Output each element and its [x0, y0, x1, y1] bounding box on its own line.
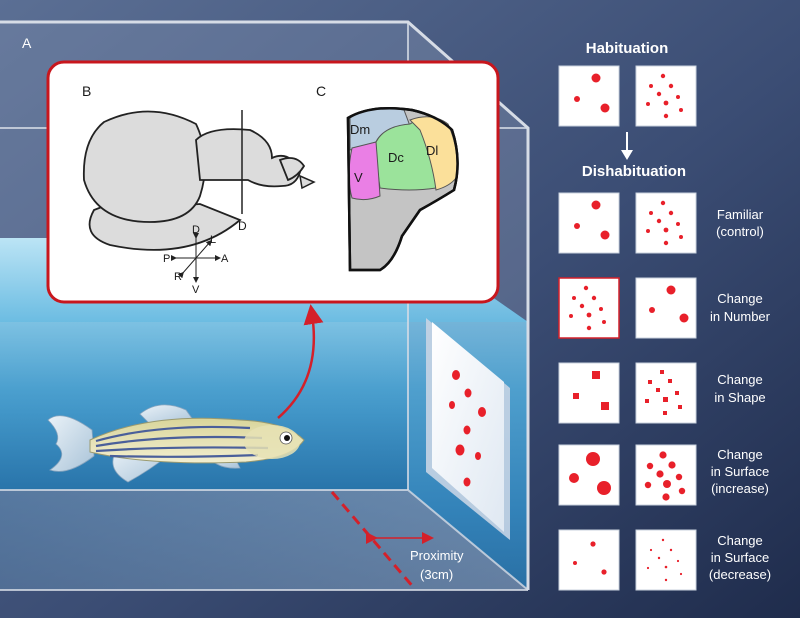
condition-surface-decrease-line3: (decrease): [709, 567, 771, 582]
habituation-stimulus-left: [558, 65, 620, 127]
habituation-title: Habituation: [586, 40, 669, 57]
stimulus-screen: [426, 318, 510, 540]
condition-surface-decrease-line1: Change: [717, 533, 763, 548]
condition-surface-increase-line1: Change: [717, 447, 763, 462]
proximity-boundary-line: [330, 491, 416, 589]
condition-surface-decrease: Change in Surface (decrease): [558, 529, 771, 591]
shape-stimulus-left: [558, 362, 620, 424]
brain-cross-section: Dm Dc Dl V: [346, 106, 459, 272]
condition-shape-line2: in Shape: [714, 390, 765, 405]
compass-dorsal: D: [192, 224, 200, 236]
region-v-label: V: [354, 170, 363, 185]
section-label: D: [238, 219, 247, 233]
panel-label-a: A: [22, 35, 32, 51]
familiar-stimulus-left: [558, 192, 620, 254]
condition-familiar: Familiar (control): [558, 192, 764, 254]
paradigm-panel: Habituation Dishabituation F: [558, 40, 771, 591]
stimulus-screen-dots: [449, 370, 486, 487]
condition-familiar-line2: (control): [716, 224, 764, 239]
orientation-compass: D V A P L R: [163, 224, 229, 296]
proximity-value: (3cm): [420, 567, 453, 582]
condition-number: Change in Number: [558, 277, 771, 339]
condition-surface-increase: Change in Surface (increase): [558, 444, 770, 506]
proximity-zone: Proximity (3cm): [330, 491, 464, 589]
brain-inset: B C D D V A P L R: [46, 60, 500, 304]
condition-surface-increase-line2: in Surface: [711, 464, 770, 479]
number-stimulus-right: [635, 277, 697, 339]
panel-label-b: B: [82, 83, 91, 99]
tail-fin: [47, 415, 95, 472]
surface-decrease-stimulus-right: [635, 529, 697, 591]
fish-head: [244, 425, 300, 459]
condition-surface-decrease-line2: in Surface: [711, 550, 770, 565]
brain-telencephalon: [82, 110, 207, 223]
fish-pupil: [284, 435, 290, 441]
compass-left: L: [210, 234, 216, 246]
condition-familiar-line1: Familiar: [717, 207, 764, 222]
condition-shape: Change in Shape: [558, 362, 766, 424]
region-dl-label: Dl: [426, 143, 438, 158]
zebrafish: [47, 404, 305, 483]
compass-anterior: A: [221, 253, 229, 265]
brain-arrow: [277, 304, 324, 419]
compass-posterior: P: [163, 253, 170, 265]
proximity-label: Proximity: [410, 548, 464, 563]
habituation-pair: [558, 65, 697, 127]
compass-right: R: [174, 271, 182, 283]
panel-label-c: C: [316, 83, 326, 99]
condition-surface-increase-line3: (increase): [711, 481, 769, 496]
dishabituation-title: Dishabituation: [582, 163, 686, 180]
condition-shape-line1: Change: [717, 372, 763, 387]
condition-number-line2: in Number: [710, 309, 771, 324]
fish-stripes: [95, 425, 269, 458]
condition-number-line1: Change: [717, 291, 763, 306]
region-dm-label: Dm: [350, 122, 370, 137]
region-dc-label: Dc: [388, 150, 404, 165]
compass-ventral: V: [192, 284, 200, 296]
surface-decrease-stimulus-left: [558, 529, 620, 591]
brain-olfactory-bulb-tip: [299, 174, 316, 190]
